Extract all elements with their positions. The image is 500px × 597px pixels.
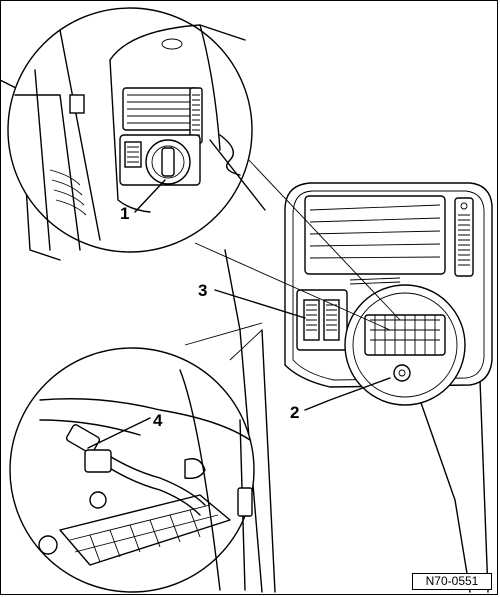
light-switch-detail bbox=[7, 7, 401, 331]
callout-1: 1 bbox=[120, 204, 129, 223]
figure-reference-number: N70-0551 bbox=[412, 573, 492, 590]
leader-line-2 bbox=[304, 377, 391, 411]
fuse-box-opening bbox=[344, 284, 466, 406]
callout-2: 2 bbox=[290, 403, 299, 422]
leader-line-4 bbox=[87, 417, 151, 449]
switch-block bbox=[296, 289, 348, 351]
air-vent bbox=[304, 195, 446, 275]
bulb-holder-detail bbox=[9, 322, 263, 593]
leader-lines bbox=[87, 179, 391, 449]
dashboard-panel bbox=[284, 182, 493, 406]
leader-line-3 bbox=[214, 289, 306, 319]
vent-thumbwheel bbox=[454, 197, 474, 277]
leader-line-1 bbox=[134, 179, 166, 213]
callout-4: 4 bbox=[153, 411, 163, 430]
callout-3: 3 bbox=[198, 281, 207, 300]
